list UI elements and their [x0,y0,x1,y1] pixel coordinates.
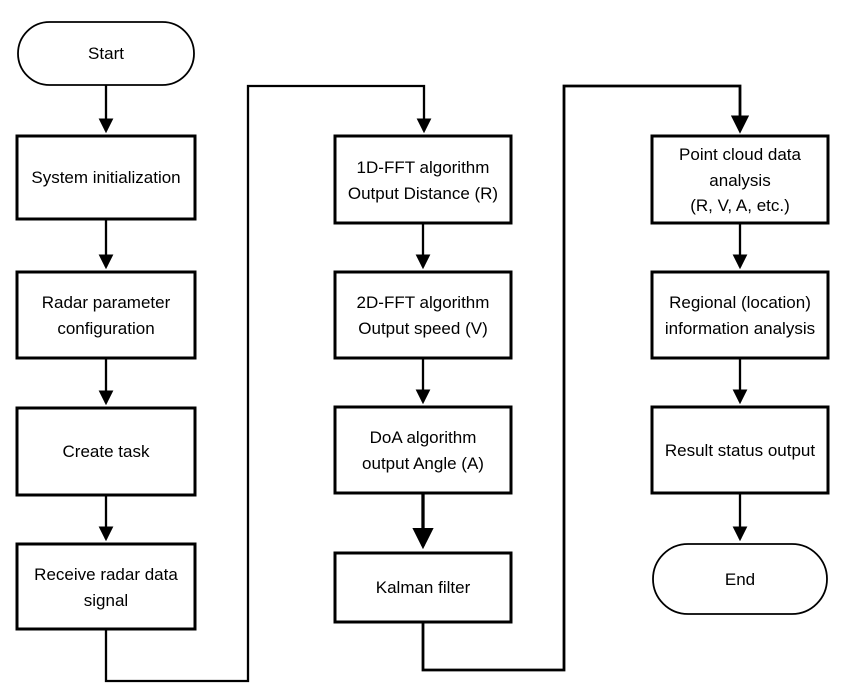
node-radar-parameter-configuration: Radar parameter configuration [15,270,197,360]
result-status-output-label: Result status output [665,441,816,460]
radar-parameter-configuration-label-line1: Radar parameter [42,293,171,312]
regional-information-analysis-box [650,270,830,360]
edge-kalman-to-point-cloud [421,84,750,672]
node-start: Start [17,21,195,86]
receive-radar-data-signal-label-line2: signal [84,591,128,610]
point-cloud-data-analysis-box [650,134,830,225]
node-regional-information-analysis: Regional (location) information analysis [650,270,830,360]
node-doa-algorithm: DoA algorithm output Angle (A) [333,405,513,495]
2d-fft-algorithm-label-line2: Output speed (V) [358,319,487,338]
kalman-filter-label: Kalman filter [376,578,471,597]
radar-parameter-configuration-label-line2: configuration [57,319,154,338]
2d-fft-algorithm-label-line1: 2D-FFT algorithm [357,293,490,312]
kalman-filter-box [333,551,513,624]
node-system-initialization: System initialization [15,134,197,221]
receive-radar-data-signal-box [15,542,197,631]
result-status-output-box [650,405,830,495]
end-label: End [725,570,755,589]
doa-algorithm-label-line1: DoA algorithm [370,428,477,447]
system-initialization-label: System initialization [31,168,180,187]
node-end: End [652,543,828,615]
system-initialization-box [15,134,197,221]
1d-fft-algorithm-label-line1: 1D-FFT algorithm [357,158,490,177]
regional-label-line2: information analysis [665,319,815,338]
1d-fft-algorithm-label-line2: Output Distance (R) [348,184,498,203]
node-2d-fft-algorithm: 2D-FFT algorithm Output speed (V) [333,270,513,360]
radar-parameter-configuration-box [15,270,197,360]
node-result-status-output: Result status output [650,405,830,495]
point-cloud-label-line3: (R, V, A, etc.) [690,196,790,215]
doa-algorithm-box [333,405,513,495]
point-cloud-label-line2: analysis [709,171,770,190]
edges-layer [98,84,750,683]
node-kalman-filter: Kalman filter [333,551,513,624]
doa-algorithm-label-line2: output Angle (A) [362,454,484,473]
nodes-layer: Start System initialization Radar parame… [15,21,830,631]
regional-label-line1: Regional (location) [669,293,811,312]
edge-receive-signal-to-fft-1d [104,84,432,683]
receive-radar-data-signal-label-line1: Receive radar data [34,565,178,584]
point-cloud-label-line1: Point cloud data [679,145,801,164]
create-task-label: Create task [63,442,150,461]
node-receive-radar-data-signal: Receive radar data signal [15,542,197,631]
2d-fft-algorithm-box [333,270,513,360]
node-point-cloud-data-analysis: Point cloud data analysis (R, V, A, etc.… [650,134,830,225]
start-terminator-shape [17,21,195,86]
start-label: Start [88,44,124,63]
node-create-task: Create task [15,406,197,497]
node-1d-fft-algorithm: 1D-FFT algorithm Output Distance (R) [333,134,513,225]
create-task-box [15,406,197,497]
1d-fft-algorithm-box [333,134,513,225]
end-terminator-shape [652,543,828,615]
